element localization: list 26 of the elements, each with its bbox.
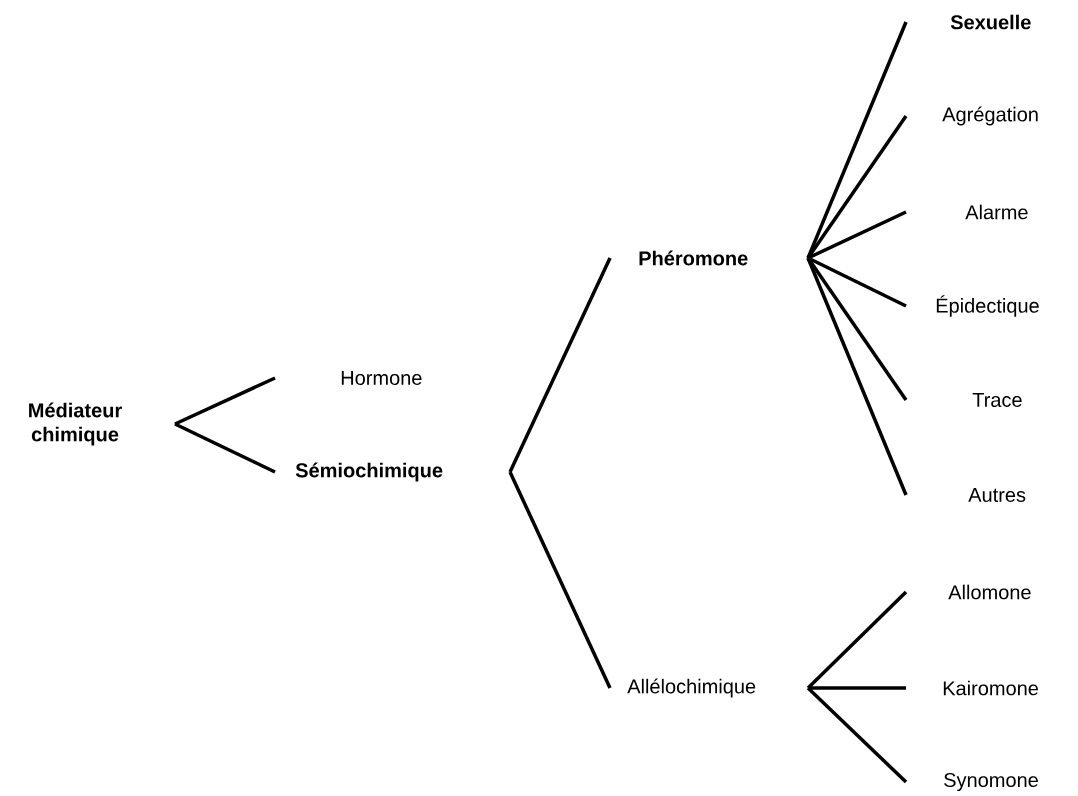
category-label: Autres — [968, 488, 1026, 502]
branch-line — [508, 471, 612, 689]
category-label: Sémiochimique — [295, 462, 443, 482]
category-label: Allélochimique — [627, 678, 756, 698]
category-label: Kairomone — [943, 680, 1038, 696]
category-label: Épidectique — [936, 295, 1039, 317]
branch-line — [806, 686, 908, 784]
branch-line — [806, 115, 908, 259]
branch-line — [807, 210, 907, 260]
branch-line — [508, 257, 612, 473]
category-label: Sexuelle — [950, 14, 1031, 30]
category-label: Hormone — [341, 371, 422, 385]
category-label: Synomone — [944, 772, 1038, 792]
branch-line — [807, 256, 907, 308]
branch-line — [174, 422, 276, 474]
category-label: Phéromone — [639, 250, 748, 266]
branch-line — [806, 257, 908, 496]
category-label: Allomone — [948, 584, 1031, 600]
category-label: Agrégation — [942, 106, 1038, 126]
category-label: Trace — [972, 393, 1022, 407]
branch-line — [808, 686, 906, 690]
branch-line — [174, 376, 276, 426]
branch-line — [806, 590, 908, 690]
category-label: Alarme — [965, 204, 1028, 220]
category-label: Médiateur chimique — [29, 402, 122, 446]
branch-line — [806, 21, 908, 259]
